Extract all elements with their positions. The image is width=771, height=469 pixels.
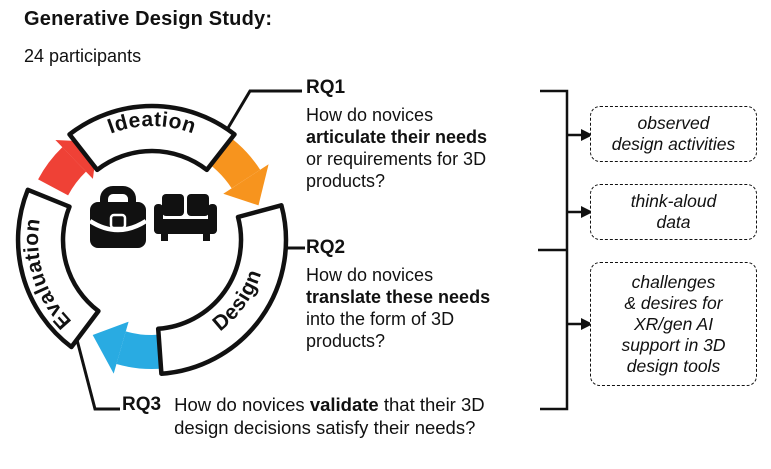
design-cycle-diagram: Ideation Design Evaluation [15,103,289,376]
output-box-challenges: challenges & desires for XR/gen AI suppo… [590,262,757,386]
output-box-line: design activities [611,134,736,154]
rq1-block: RQ1 How do novices articulate their need… [306,77,546,192]
rq2-line: products? [306,331,386,351]
rq2-line-bold: translate these needs [306,287,491,307]
rq1-line: or requirements for 3D [306,149,487,169]
output-box-line: support in 3D [621,334,726,355]
output-box-line: observed [637,113,710,133]
segment-evaluation [15,187,101,350]
segment-ideation [67,103,237,173]
design-to-evaluation-arrowhead [92,321,129,374]
evaluation-to-ideation-arrow [38,147,87,196]
rq2-label: RQ2 [306,237,346,258]
segment-design [155,203,289,376]
rq2-line: How do novices [306,265,434,285]
output-box-line: think-aloud [630,191,717,211]
rq2-line: into the form of 3D [306,309,455,329]
output-box-line: XR/gen AI [633,313,714,334]
rq2-block: RQ2 How do novices translate these needs… [306,237,546,352]
rq1-line-bold: articulate their needs [306,127,488,147]
output-box-think-aloud: think-aloud data [590,184,757,240]
rq1-line: How do novices [306,105,434,125]
rq1-line: products? [306,171,386,191]
output-box-observed-activities: observed design activities [590,106,757,162]
output-box-line: design tools [626,355,721,376]
output-box-line: & desires for [624,292,723,313]
rq3-label: RQ3 [122,394,162,415]
rq1-label: RQ1 [306,77,346,98]
output-box-line: challenges [631,271,716,292]
participants-count: 24 participants [24,46,142,66]
rq3-text: How do novices validate that their 3D de… [174,393,485,439]
rq3-line1: How do novices validate that their 3D [174,394,485,415]
output-box-line: data [656,212,691,232]
ideation-to-design-arrowhead [223,164,269,206]
briefcase-icon [88,186,148,248]
couch-icon [154,194,217,241]
rq3-block: RQ3 How do novices validate that their 3… [122,393,485,439]
rq3-line2: design decisions satisfy their needs? [174,417,476,438]
page-title: Generative Design Study: [24,8,273,30]
